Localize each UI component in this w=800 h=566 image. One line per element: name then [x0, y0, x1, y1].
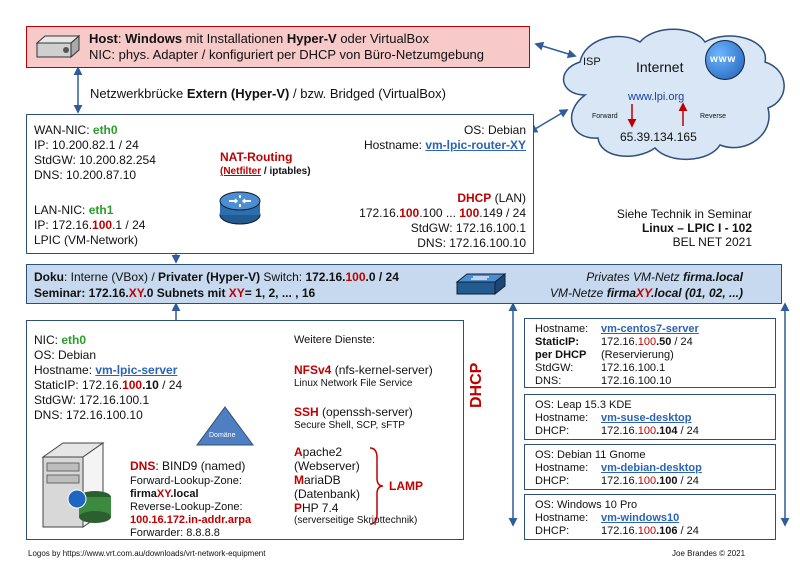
reverse-zone-value: 100.16.172.in-addr.arpa: [130, 514, 252, 526]
server-dns: DNS: 172.16.100.10: [34, 408, 143, 422]
lamp-php: PHP 7.4: [294, 501, 339, 515]
lan-nic: LAN-NIC: eth1: [34, 203, 114, 217]
server-nic: NIC: eth0: [34, 333, 87, 347]
dns-service: DNS: BIND9 (named): [130, 459, 246, 473]
router-dhcp-dns: DNS: 172.16.100.10: [417, 236, 526, 250]
internet-title: Internet: [636, 59, 684, 75]
nfs-service: NFSv4 (nfs-kernel-server): [294, 363, 433, 377]
footer-credits: Logos by https://www.vrt.com.au/download…: [28, 549, 266, 558]
services-title: Weitere Dienste:: [294, 334, 376, 346]
seminar-info: Siehe Technik in Seminar Linux – LPIC I …: [616, 207, 752, 249]
switch-bar: Doku: Interne (VBox) / Privater (Hyper-V…: [26, 264, 782, 304]
bridge-label: Netzwerkbrücke Extern (Hyper-V) / bzw. B…: [90, 86, 446, 101]
lamp-brace: [369, 447, 384, 525]
globe-icon: www: [705, 40, 745, 80]
client-box-debian: OS: Debian 11 Gnome Hostname:vm-debian-d…: [524, 444, 776, 490]
switch-private-net: Privates VM-Netz firma.local: [586, 270, 743, 284]
domain-triangle-icon: Domäne: [195, 405, 255, 447]
router-os: OS: Debian: [463, 123, 526, 137]
host-pc-icon: [33, 33, 83, 63]
lamp-apache: Apache2: [294, 445, 343, 459]
lan-network: LPIC (VM-Network): [34, 233, 139, 247]
router-dhcp: DHCP (LAN): [457, 191, 526, 205]
host-line2: NIC: phys. Adapter / konfiguriert per DH…: [89, 47, 485, 62]
server-static-ip: StaticIP: 172.16.100.10 / 24: [34, 378, 183, 392]
nat-subtitle: (Netfilter / iptables): [220, 166, 311, 177]
ssh-description: Secure Shell, SCP, sFTP: [294, 420, 405, 431]
server-tower-icon: [37, 439, 117, 531]
wan-ip: IP: 10.200.82.1 / 24: [34, 138, 139, 152]
server-gateway: StdGW: 172.16.100.1: [34, 393, 150, 407]
wan-nic: WAN-NIC: eth0: [34, 123, 118, 137]
server-hostname: Hostname: vm-lpic-server: [34, 363, 178, 377]
forward-zone-label: Forward-Lookup-Zone:: [130, 475, 242, 487]
router-box: WAN-NIC: eth0 IP: 10.200.82.1 / 24 StdGW…: [26, 114, 534, 254]
internet-url[interactable]: www.lpi.org: [628, 91, 685, 103]
lamp-apache-sub: (Webserver): [294, 459, 360, 473]
router-dhcp-range: 172.16.100.100 ... 100.149 / 24: [359, 206, 526, 220]
wan-gateway: StdGW: 10.200.82.254: [34, 153, 156, 167]
router-internet-link: [528, 109, 569, 133]
isp-label: ISP: [583, 56, 601, 68]
forward-label: Forward: [592, 113, 618, 120]
router-icon: [217, 187, 263, 227]
reverse-zone-label: Reverse-Lookup-Zone:: [130, 501, 243, 513]
dhcp-vertical-label: DHCP: [468, 362, 485, 408]
client-box-centos: Hostname:vm-centos7-server StaticIP:172.…: [524, 318, 776, 388]
router-hostname: Hostname: vm-lpic-router-XY: [363, 138, 526, 152]
lamp-mariadb-sub: (Datenbank): [294, 487, 361, 501]
host-internet-link: [534, 41, 577, 59]
client-box-windows: OS: Windows 10 Pro Hostname:vm-windows10…: [524, 494, 776, 540]
forward-zone-value: firmaXY.local: [130, 488, 199, 500]
client-box-suse: OS: Leap 15.3 KDE Hostname:vm-suse-deskt…: [524, 394, 776, 440]
lamp-mariadb: MariaDB: [294, 473, 341, 487]
reverse-label: Reverse: [700, 113, 727, 120]
server-box: NIC: eth0 OS: Debian Hostname: vm-lpic-s…: [26, 320, 464, 540]
nat-title: NAT-Routing: [220, 150, 293, 164]
host-line1: Host: Windows mit Installationen Hyper-V…: [89, 31, 429, 46]
wan-dns: DNS: 10.200.87.10: [34, 168, 137, 182]
switch-seminar: Seminar: 172.16.XY.0 Subnets mit XY= 1, …: [34, 286, 316, 300]
dns-forwarder: Forwarder: 8.8.8.8: [130, 527, 220, 539]
lamp-label: LAMP: [389, 479, 423, 493]
ssh-service: SSH (openssh-server): [294, 405, 413, 419]
switch-doku: Doku: Interne (VBox) / Privater (Hyper-V…: [34, 270, 399, 284]
router-dhcp-gateway: StdGW: 172.16.100.1: [410, 221, 526, 235]
nfs-description: Linux Network File Service: [294, 378, 413, 389]
footer-author: Joe Brandes © 2021: [672, 549, 746, 558]
lamp-php-sub: (serverseitige Skripttechnik): [294, 515, 418, 526]
switch-vm-nets: VM-Netze firmaXY.local (01, 02, ...): [550, 286, 743, 300]
internet-ip: 65.39.134.165: [620, 130, 697, 144]
host-box: Host: Windows mit Installationen Hyper-V…: [26, 26, 530, 68]
lan-ip: IP: 172.16.100.1 / 24: [34, 218, 146, 232]
server-os: OS: Debian: [34, 348, 97, 362]
switch-icon: [453, 270, 509, 300]
